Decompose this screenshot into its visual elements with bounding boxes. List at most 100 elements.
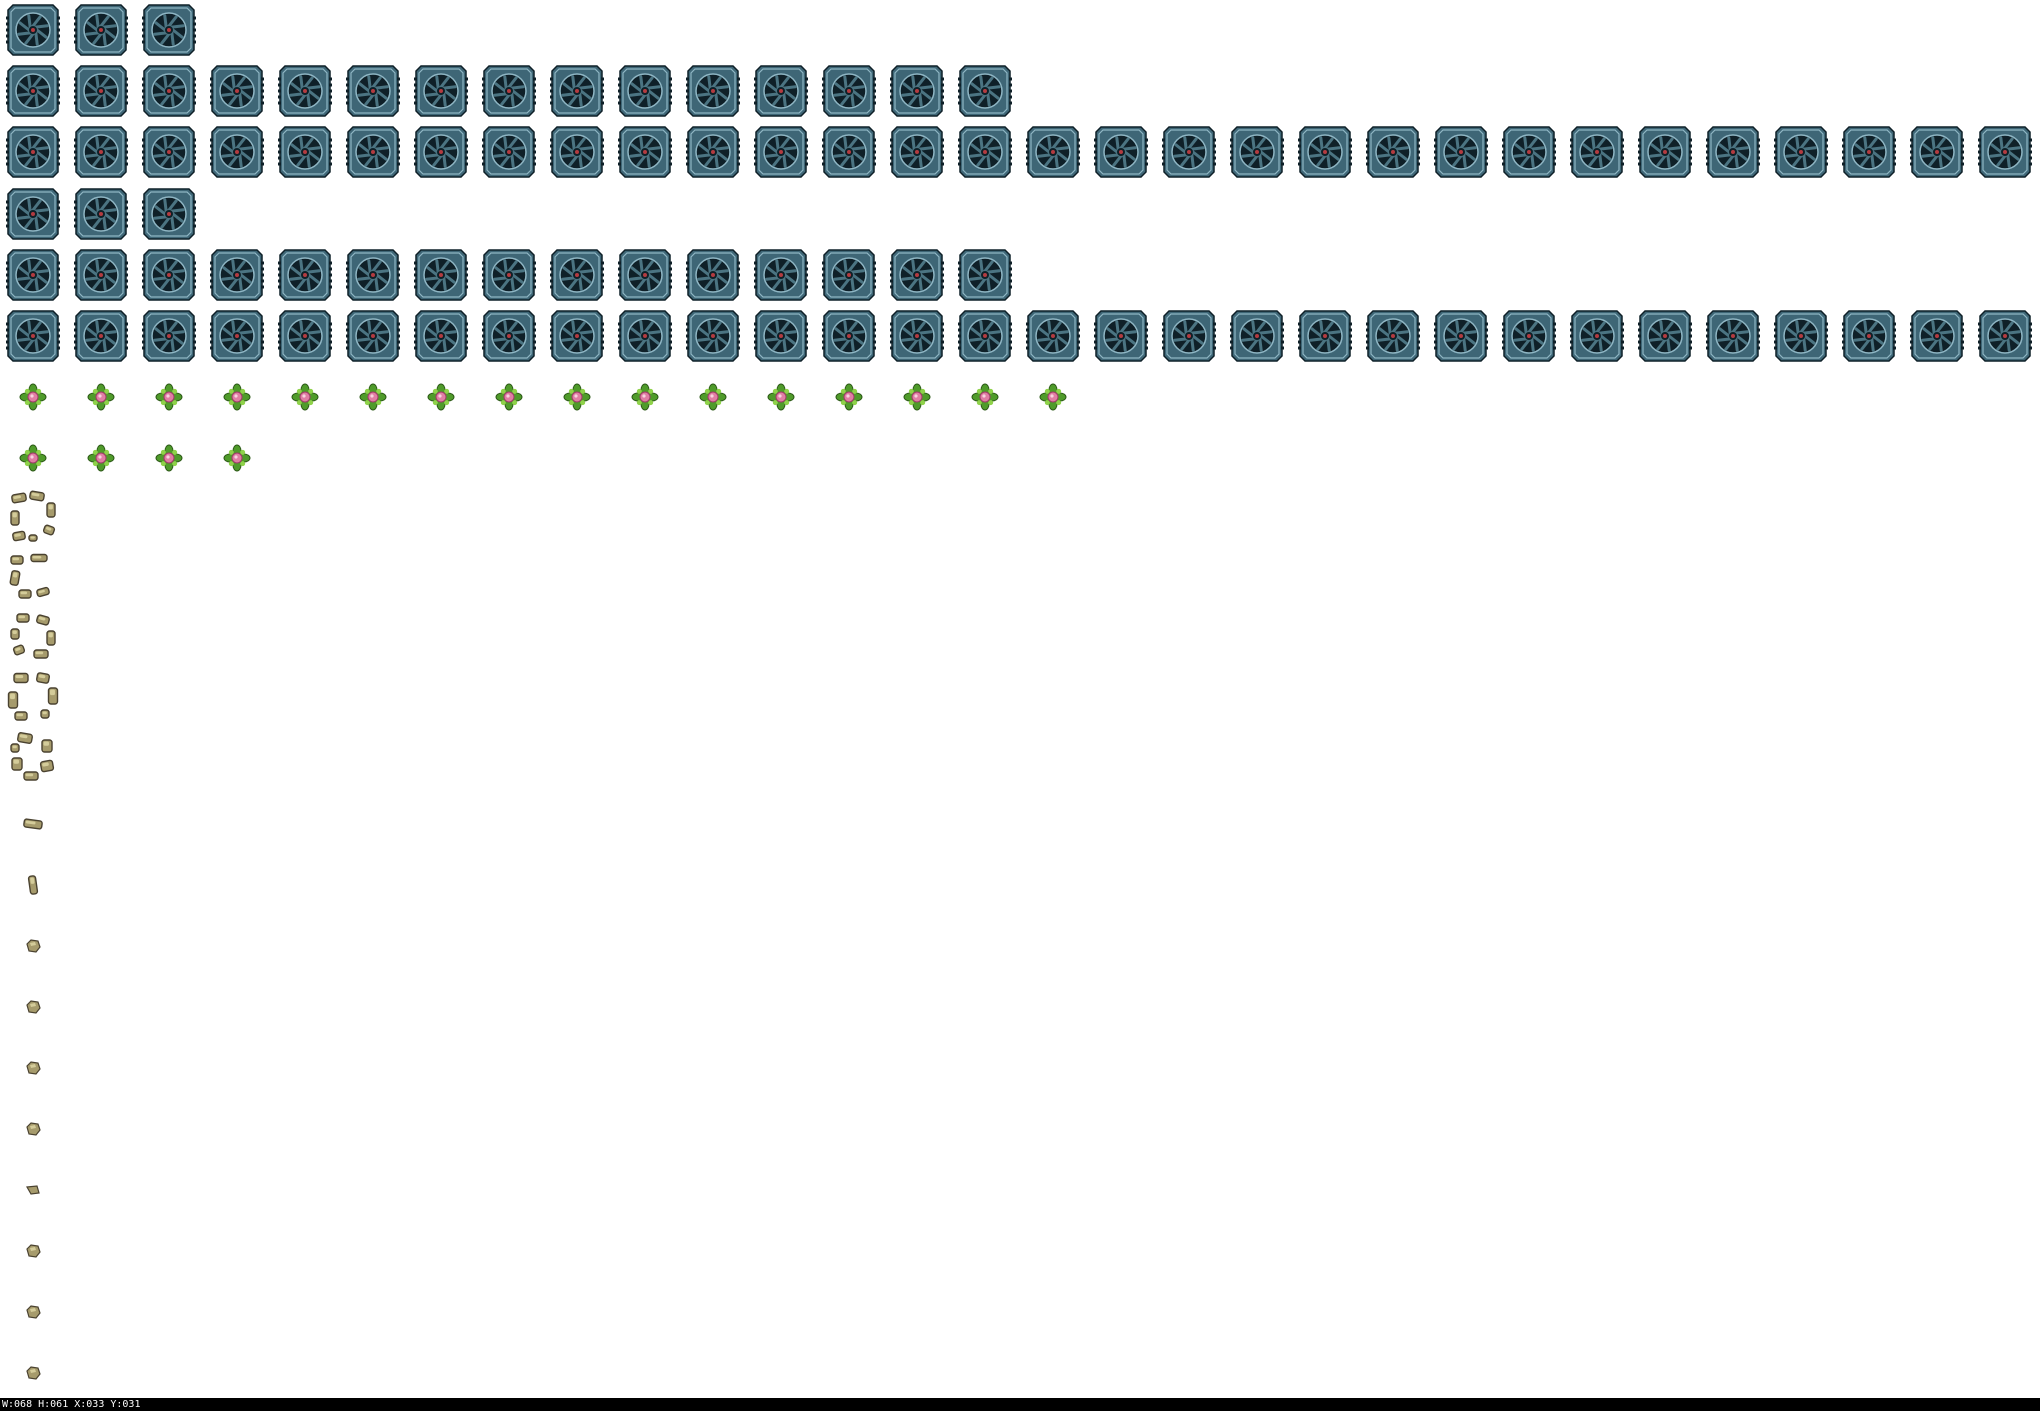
fan-icon xyxy=(890,65,944,117)
fan-icon xyxy=(822,126,876,178)
fan-icon xyxy=(822,249,876,301)
rock-ring-icon xyxy=(10,732,55,781)
fan-icon xyxy=(1230,310,1284,362)
fan-icon xyxy=(414,249,468,301)
fan-icon xyxy=(482,126,536,178)
fan-icon xyxy=(1298,126,1352,178)
flower-icon xyxy=(359,383,387,411)
fan-icon xyxy=(1638,310,1692,362)
rock-icon xyxy=(26,1122,41,1136)
fan-icon xyxy=(1570,310,1624,362)
fan-icon xyxy=(278,65,332,117)
fan-icon xyxy=(1978,126,2032,178)
rock-icon xyxy=(26,1185,40,1195)
fan-icon xyxy=(1502,310,1556,362)
rock-icon xyxy=(26,1305,41,1319)
fan-icon xyxy=(1162,310,1216,362)
fan-icon xyxy=(550,65,604,117)
fan-icon xyxy=(74,310,128,362)
fan-icon xyxy=(142,4,196,56)
fan-icon xyxy=(550,126,604,178)
rock-icon xyxy=(27,875,39,895)
fan-icon xyxy=(6,249,60,301)
flower-icon xyxy=(767,383,795,411)
fan-icon xyxy=(210,126,264,178)
fan-icon xyxy=(278,126,332,178)
flower-icon xyxy=(223,383,251,411)
flower-icon xyxy=(223,444,251,472)
fan-icon xyxy=(6,65,60,117)
fan-icon xyxy=(1706,126,1760,178)
fan-icon xyxy=(686,249,740,301)
fan-icon xyxy=(142,65,196,117)
flower-icon xyxy=(87,444,115,472)
fan-icon xyxy=(210,65,264,117)
flower-icon xyxy=(19,383,47,411)
fan-icon xyxy=(1910,126,1964,178)
fan-icon xyxy=(346,126,400,178)
fan-icon xyxy=(1026,310,1080,362)
flower-icon xyxy=(291,383,319,411)
flower-icon xyxy=(87,383,115,411)
fan-icon xyxy=(1434,310,1488,362)
flower-icon xyxy=(155,383,183,411)
rock-ring-icon xyxy=(10,613,56,659)
fan-icon xyxy=(754,310,808,362)
rock-icon xyxy=(26,1061,41,1075)
fan-icon xyxy=(958,65,1012,117)
rock-icon xyxy=(26,1366,41,1380)
flower-icon xyxy=(903,383,931,411)
fan-icon xyxy=(278,310,332,362)
fan-icon xyxy=(618,249,672,301)
fan-icon xyxy=(1570,126,1624,178)
flower-icon xyxy=(563,383,591,411)
fan-icon xyxy=(1094,310,1148,362)
fan-icon xyxy=(822,65,876,117)
fan-icon xyxy=(346,65,400,117)
flower-icon xyxy=(427,383,455,411)
fan-icon xyxy=(618,126,672,178)
fan-icon xyxy=(890,249,944,301)
fan-icon xyxy=(74,126,128,178)
rock-ring-icon xyxy=(10,490,56,542)
fan-icon xyxy=(754,249,808,301)
rock-ring-icon xyxy=(9,553,50,599)
fan-icon xyxy=(618,65,672,117)
fan-icon xyxy=(6,310,60,362)
fan-icon xyxy=(142,188,196,240)
fan-icon xyxy=(414,310,468,362)
fan-icon xyxy=(1366,126,1420,178)
fan-icon xyxy=(686,126,740,178)
fan-icon xyxy=(1366,310,1420,362)
flower-icon xyxy=(971,383,999,411)
fan-icon xyxy=(822,310,876,362)
fan-icon xyxy=(1162,126,1216,178)
fan-icon xyxy=(414,65,468,117)
fan-icon xyxy=(482,65,536,117)
flower-icon xyxy=(1039,383,1067,411)
fan-icon xyxy=(1298,310,1352,362)
flower-icon xyxy=(19,444,47,472)
fan-icon xyxy=(1910,310,1964,362)
fan-icon xyxy=(890,310,944,362)
fan-icon xyxy=(1094,126,1148,178)
fan-icon xyxy=(6,4,60,56)
fan-icon xyxy=(550,310,604,362)
fan-icon xyxy=(958,126,1012,178)
fan-icon xyxy=(1434,126,1488,178)
fan-icon xyxy=(618,310,672,362)
fan-icon xyxy=(142,126,196,178)
fan-icon xyxy=(1774,126,1828,178)
fan-icon xyxy=(754,126,808,178)
status-bar: W:068 H:061 X:033 Y:031 xyxy=(0,1398,2040,1411)
fan-icon xyxy=(74,65,128,117)
fan-icon xyxy=(1842,310,1896,362)
rock-icon xyxy=(26,939,41,953)
flower-icon xyxy=(631,383,659,411)
fan-icon xyxy=(1502,126,1556,178)
flower-icon xyxy=(835,383,863,411)
fan-icon xyxy=(958,249,1012,301)
fan-icon xyxy=(142,310,196,362)
